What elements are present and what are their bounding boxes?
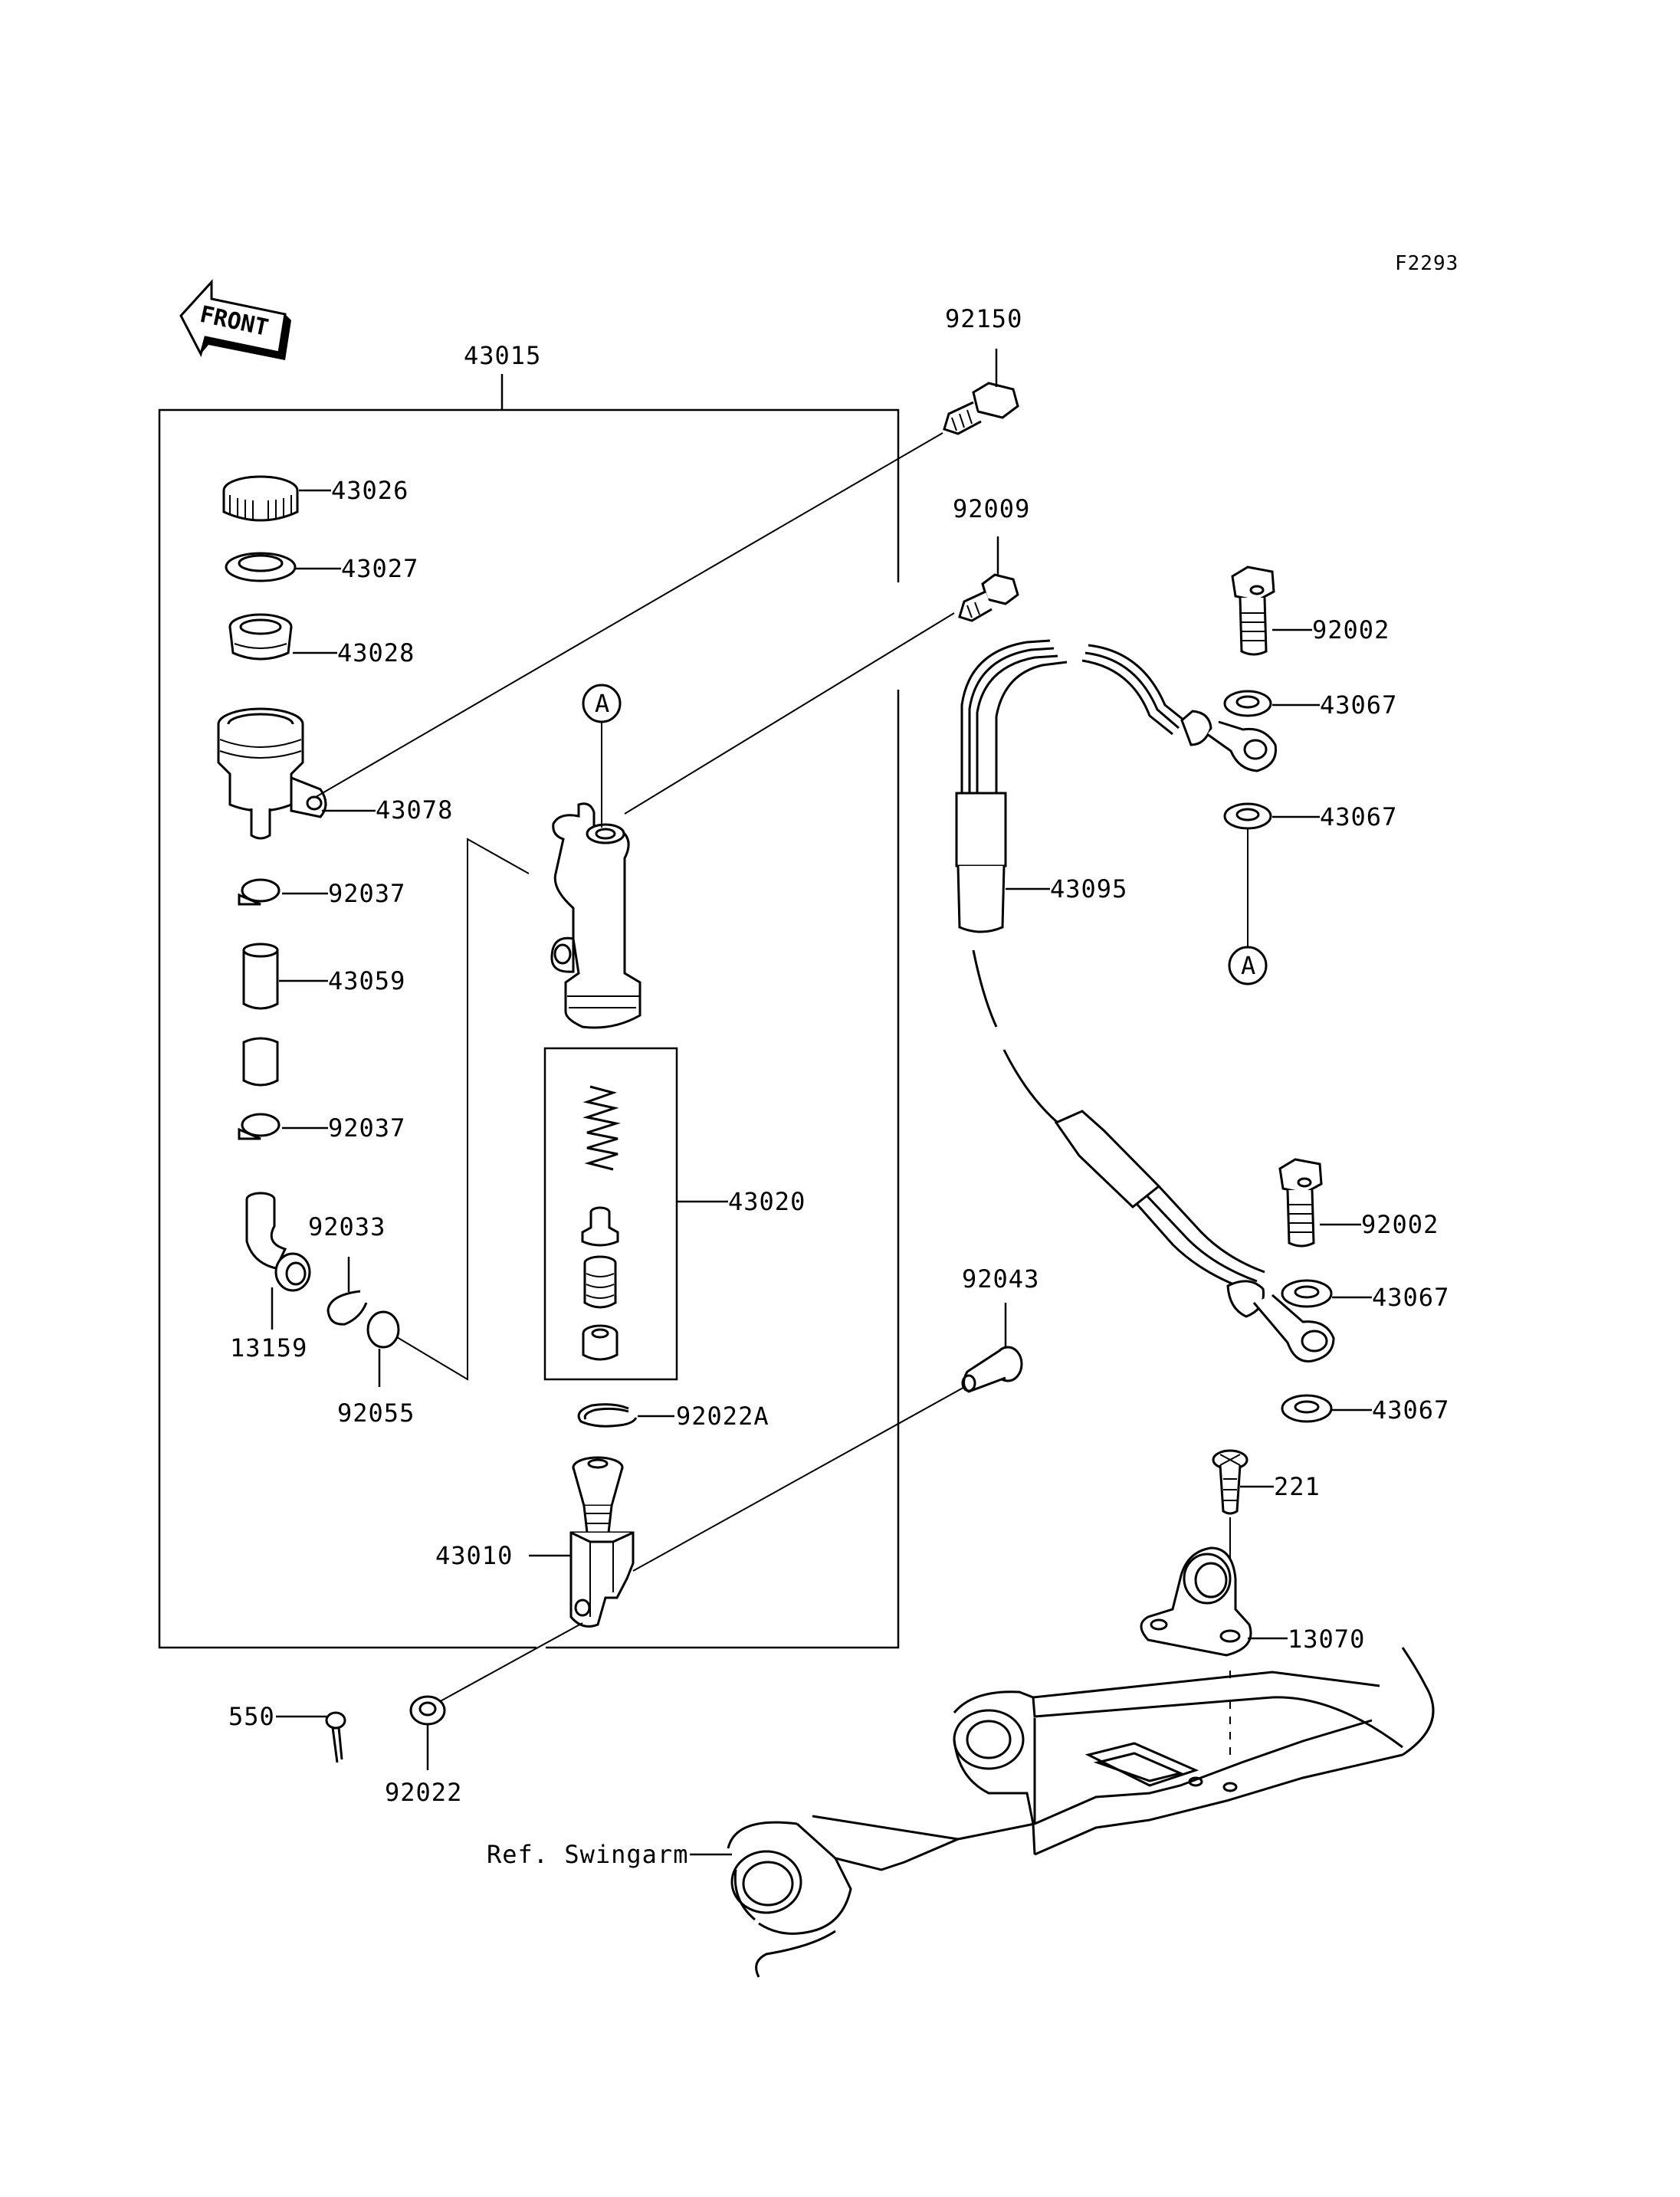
hose-clamp-icon [238, 878, 281, 906]
label-43028: 43028 [337, 638, 415, 667]
label-43067-2: 43067 [1320, 802, 1397, 831]
marker-a-right-label: A [1241, 951, 1256, 980]
guide-line-92022 [428, 1622, 583, 1708]
label-92043: 92043 [962, 1264, 1039, 1294]
label-550: 550 [228, 1702, 275, 1731]
snap-ring-icon [577, 1403, 638, 1428]
label-92037-bottom: 92037 [328, 1113, 405, 1143]
guide-line-92009 [624, 612, 955, 815]
guide-line-92043 [632, 1385, 968, 1572]
screw-icon [1212, 1449, 1249, 1515]
diaphragm-plate-icon [225, 552, 297, 582]
front-arrow-icon: FRONT [179, 279, 291, 360]
piston-icon [583, 1255, 617, 1309]
washer-icon [409, 1695, 446, 1726]
label-43026: 43026 [331, 476, 409, 505]
banjo-bolt-icon [1231, 566, 1275, 656]
clevis-pin-icon [961, 1346, 1023, 1393]
bolt-icon [943, 382, 1019, 435]
washer-icon [1281, 1279, 1333, 1308]
label-92055: 92055 [337, 1399, 415, 1428]
label-43027: 43027 [341, 554, 418, 583]
reservoir-icon [217, 707, 327, 840]
banjo-bolt-icon [1278, 1158, 1323, 1248]
label-92002-top: 92002 [1312, 615, 1390, 644]
label-92022: 92022 [385, 1778, 462, 1807]
figure-code: F2293 [1395, 252, 1459, 275]
label-43067-4: 43067 [1372, 1395, 1449, 1425]
assembly-frame-43015 [158, 374, 900, 1649]
label-92002-bottom: 92002 [1361, 1210, 1439, 1239]
label-13070: 13070 [1288, 1625, 1365, 1654]
o-ring-icon [366, 1310, 400, 1349]
label-92022A: 92022A [676, 1402, 769, 1431]
label-43015: 43015 [464, 341, 541, 370]
swingarm-icon [727, 1647, 1435, 1978]
piston-kit-box [543, 1047, 678, 1381]
washer-icon [1223, 690, 1272, 717]
mounting-bracket-icon [1140, 1546, 1252, 1657]
circlip-icon [326, 1290, 368, 1326]
guide-line-master-cylinder [396, 838, 530, 1381]
master-cylinder-icon [550, 802, 641, 1029]
marker-a-right [1228, 946, 1268, 985]
label-92150: 92150 [945, 304, 1022, 333]
reservoir-hose-icon [242, 943, 279, 1087]
label-92037-top: 92037 [328, 879, 405, 908]
brake-hose-icon [955, 639, 1335, 1362]
label-43095: 43095 [1050, 874, 1127, 903]
bolt-icon [958, 573, 1019, 622]
elbow-fitting-icon [245, 1192, 311, 1292]
spring-icon [582, 1085, 621, 1171]
marker-a-top [582, 684, 622, 723]
label-43067-1: 43067 [1320, 690, 1397, 720]
washer-icon [1281, 1394, 1333, 1423]
label-ref-swingarm: Ref. Swingarm [487, 1840, 688, 1869]
push-rod-icon [569, 1456, 635, 1628]
label-13159: 13159 [230, 1333, 307, 1362]
reservoir-cap-icon [222, 475, 299, 522]
spring-seat-icon [581, 1206, 619, 1247]
label-43078: 43078 [376, 795, 453, 825]
label-43010: 43010 [435, 1541, 513, 1570]
label-221: 221 [1274, 1472, 1321, 1501]
label-43020: 43020 [728, 1187, 806, 1216]
washer-icon [1223, 802, 1272, 830]
label-92033: 92033 [308, 1212, 386, 1241]
diaphragm-icon [228, 613, 293, 661]
guide-line-92150 [315, 432, 943, 798]
marker-a-top-label: A [595, 689, 610, 718]
label-43059: 43059 [328, 966, 405, 995]
label-43067-3: 43067 [1372, 1283, 1449, 1312]
piston-cup-icon [582, 1324, 619, 1361]
hose-clamp-icon [238, 1113, 281, 1140]
label-92009: 92009 [953, 494, 1030, 523]
cotter-pin-icon [325, 1711, 346, 1763]
